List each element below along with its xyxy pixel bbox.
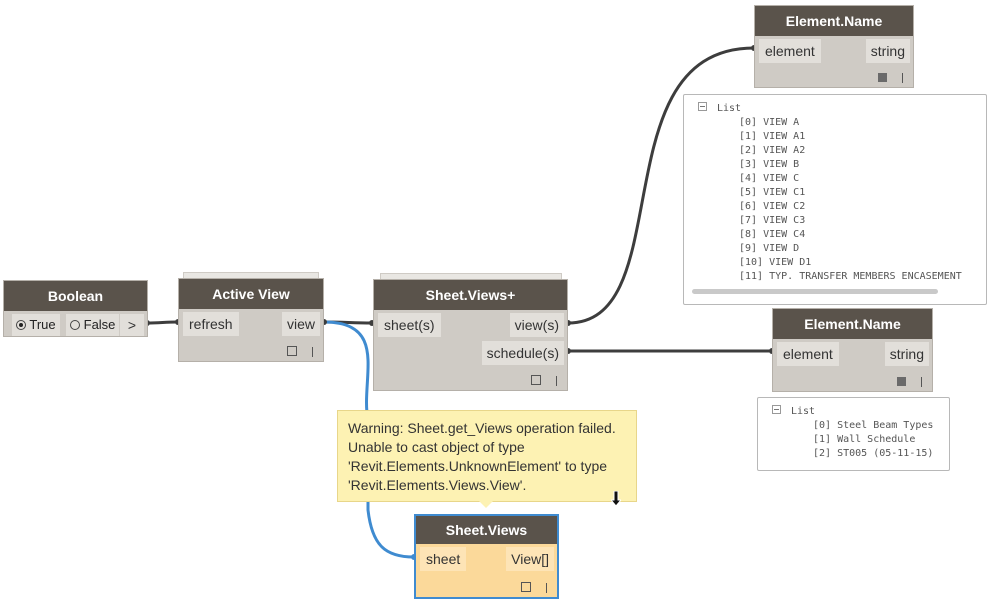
list-item: [6] VIEW C2 [739,201,806,212]
node-title: Element.Name [755,6,913,36]
sheet-input-port[interactable]: sheet [420,547,467,571]
false-label: False [83,317,116,332]
warning-pointer [479,501,493,508]
node-footer [884,374,924,387]
watch-preview-views[interactable]: List [0] VIEW A [1] VIEW A1 [2] VIEW A2 … [683,94,987,305]
collapse-icon[interactable] [772,405,781,414]
node-footer [509,580,549,593]
node-footer [519,373,559,386]
node-title: Sheet.Views [416,516,557,544]
list-item: [1] VIEW A1 [739,131,806,142]
true-label: True [29,317,56,332]
true-option[interactable]: True [12,314,60,336]
string-output-port[interactable]: string [865,39,910,63]
lacing-indicator-icon [546,583,547,593]
list-item: [2] VIEW A2 [739,145,806,156]
radio-unselected-icon[interactable] [70,320,80,330]
schedules-output-port[interactable]: schedule(s) [481,341,564,365]
collapse-icon[interactable] [698,102,707,111]
view-array-output-port[interactable]: View[] [506,547,554,571]
view-output-port[interactable]: view [281,312,320,336]
node-title: Active View [179,279,323,309]
list-item: [2] ST005 (05-11-15) [813,448,934,459]
list-header-label: List [717,103,742,114]
boolean-output-port[interactable]: > [119,314,144,336]
element-name-node-2[interactable]: Element.Name element string [772,308,933,392]
element-name-node-1[interactable]: Element.Name element string [754,5,914,88]
lacing-indicator-icon [556,376,557,386]
views-output-port[interactable]: view(s) [509,313,564,337]
sheet-views-node[interactable]: Sheet.Views sheet View[] [414,514,559,599]
list-item: [5] VIEW C1 [739,187,806,198]
active-view-node[interactable]: Active View refresh view [178,278,324,362]
preview-toggle-icon[interactable] [287,346,297,356]
lacing-indicator-icon [902,73,903,83]
list-item: [9] VIEW D [739,243,800,254]
radio-selected-icon[interactable] [16,320,26,330]
sheets-input-port[interactable]: sheet(s) [378,313,441,337]
false-option[interactable]: False [66,314,120,336]
watch-preview-schedules[interactable]: List [0] Steel Beam Types [1] Wall Sched… [757,397,950,471]
node-footer [865,70,905,83]
list-header[interactable]: List [772,405,815,417]
preview-toggle-icon[interactable] [531,375,541,385]
warning-line: Warning: Sheet.get_Views operation faile… [348,420,616,436]
warning-line: 'Revit.Elements.UnknownElement' to type [348,458,608,474]
string-output-port[interactable]: string [884,342,929,366]
sheet-views-plus-node[interactable]: Sheet.Views+ sheet(s) view(s) schedule(s… [373,279,568,391]
warning-line: 'Revit.Elements.Views.View'. [348,477,527,493]
preview-toggle-icon[interactable] [878,73,887,82]
lacing-indicator-icon [312,347,313,357]
list-item: [4] VIEW C [739,173,800,184]
node-title: Sheet.Views+ [374,280,567,310]
preview-toggle-icon[interactable] [897,377,906,386]
list-item: [8] VIEW C4 [739,229,806,240]
element-input-port[interactable]: element [777,342,839,366]
horizontal-scrollbar[interactable] [692,289,938,294]
warning-line: Unable to cast object of type [348,439,525,455]
mouse-cursor-icon [611,491,621,507]
element-input-port[interactable]: element [759,39,821,63]
list-item: [7] VIEW C3 [739,215,806,226]
preview-toggle-icon[interactable] [521,582,531,592]
list-item: [11] TYP. TRANSFER MEMBERS ENCASEMENT [739,271,962,282]
node-footer [275,344,315,357]
list-item: [1] Wall Schedule [813,434,916,445]
list-item: [3] VIEW B [739,159,800,170]
wire-boolean-to-activeview[interactable] [145,320,180,325]
wire-views-to-elementname[interactable] [566,46,756,325]
lacing-indicator-icon [921,377,922,387]
list-header[interactable]: List [698,102,741,114]
list-item: [0] Steel Beam Types [813,420,934,431]
node-title: Boolean [4,281,147,311]
list-item: [10] VIEW D1 [739,257,812,268]
warning-bubble[interactable]: Warning: Sheet.get_Views operation faile… [337,410,637,502]
list-header-label: List [791,406,816,417]
list-item: [0] VIEW A [739,117,800,128]
refresh-input-port[interactable]: refresh [183,312,239,336]
node-title: Element.Name [773,309,932,339]
boolean-node[interactable]: Boolean True False > [3,280,148,337]
